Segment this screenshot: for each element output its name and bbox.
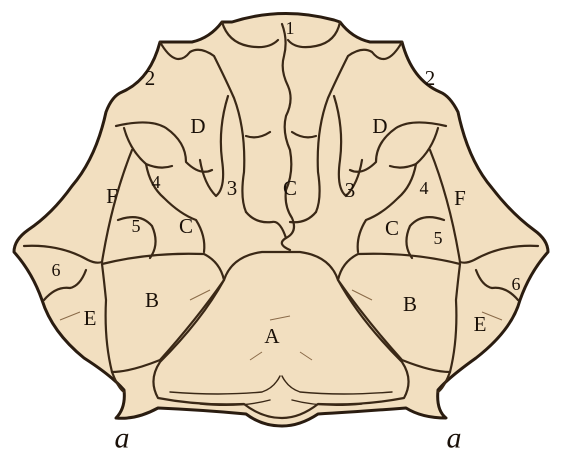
label-3-right: 3 [345,178,356,202]
label-E-left: E [84,306,97,330]
label-2-left: 2 [145,66,156,90]
label-1: 1 [286,18,295,38]
label-5-right: 5 [434,228,443,248]
label-A: A [264,324,280,348]
label-D-right: D [372,114,387,138]
label-6-left: 6 [52,260,61,280]
label-2-right: 2 [425,66,436,90]
skull-outline [14,13,548,426]
label-F-left: F [106,184,118,208]
label-C-center: C [283,176,297,200]
label-4-right: 4 [420,178,429,198]
label-6-right: 6 [512,274,521,294]
label-4-left: 4 [152,172,161,192]
label-E-right: E [474,312,487,336]
label-a-left: a [115,422,130,452]
label-B-right: B [403,292,417,316]
label-B-left: B [145,288,159,312]
label-C-left: C [179,214,193,238]
label-D-left: D [190,114,205,138]
label-C-right: C [385,216,399,240]
label-F-right: F [454,186,466,210]
label-5-left: 5 [132,216,141,236]
label-a-right: a [447,422,462,452]
label-3-left: 3 [227,176,238,200]
